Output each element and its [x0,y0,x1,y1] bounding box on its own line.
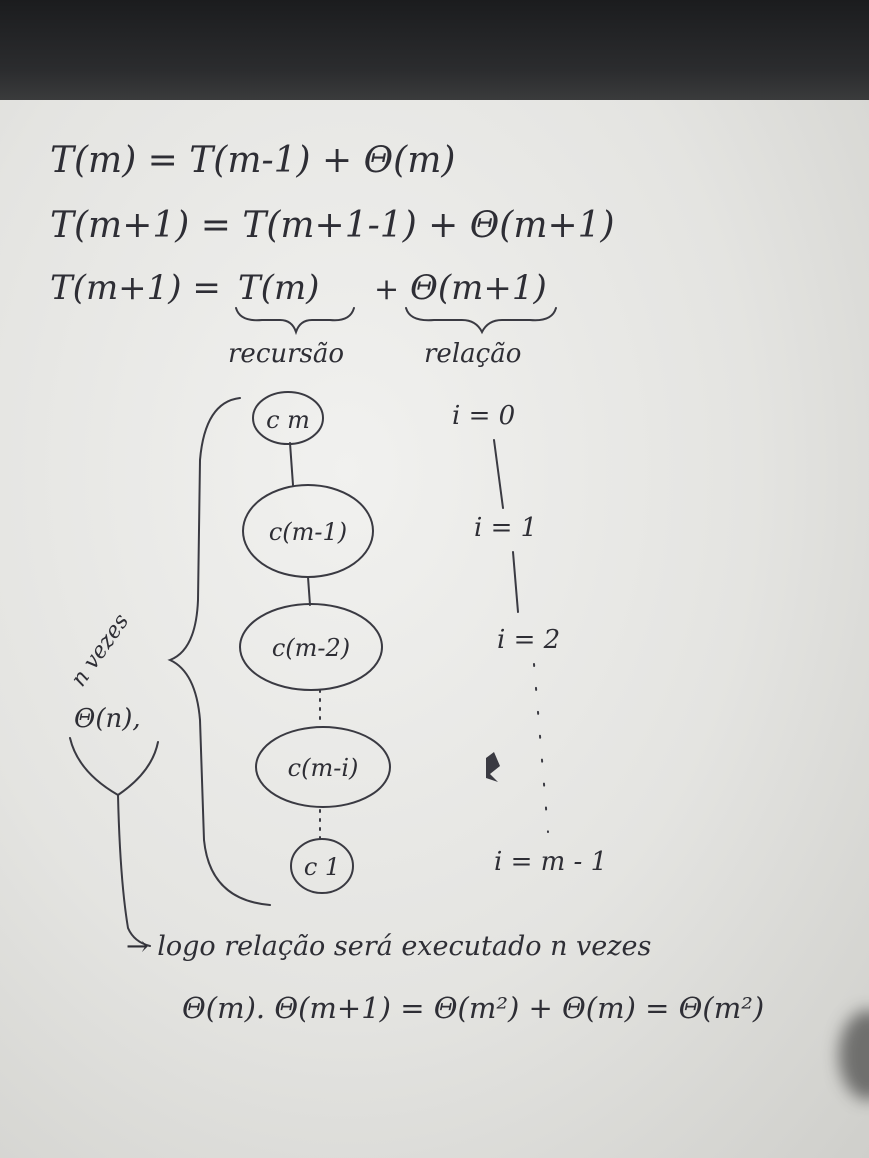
tree-edge-0-1 [289,442,294,486]
equation-line-1: T(m) = T(m-1) + Θ(m) [50,140,455,181]
ink-scribble [486,752,500,782]
relation-label: relação [424,339,521,369]
tree-node-last-label: c 1 [304,853,340,881]
level-label-last: i = m - 1 [494,847,607,877]
level-connector-0-1 [493,439,504,509]
tree-edge-1-2 [307,576,311,606]
tree-node-1 [242,484,374,578]
level-label-1: i = 1 [474,513,537,543]
tree-left-brace [167,397,271,906]
tree-node-2-label: c(m-2) [272,634,350,662]
theta-n-arrow [117,794,151,947]
level-label-0: i = 0 [452,401,515,431]
tree-node-0-label: c m [266,406,310,434]
equation-line-3-recursion: T(m) [238,268,319,308]
equation-line-2: T(m+1) = T(m+1-1) + Θ(m+1) [50,205,615,246]
equation-line-3-relation: Θ(m+1) [410,268,547,308]
level-connector-1-2 [512,551,519,613]
equation-line-3-left: T(m+1) = [50,268,221,308]
recursion-underbrace [235,307,355,336]
tree-node-2 [239,603,383,691]
tree-node-i-label: c(m-i) [288,754,359,782]
equation-line-3-plus: + [374,272,399,307]
level-dots [533,663,549,833]
n-times-label: n vezes [66,610,134,692]
paper-sheet [0,100,869,1158]
relation-underbrace [405,307,557,335]
tree-node-0 [252,391,324,445]
theta-n-bracket [69,737,159,797]
level-label-2: i = 2 [497,625,560,655]
theta-n-label: Θ(n), [74,704,141,734]
tree-node-1-label: c(m-1) [269,518,347,546]
conclusion-formula: Θ(m). Θ(m+1) = Θ(m²) + Θ(m) = Θ(m²) [182,991,764,1025]
tree-node-i [255,726,391,808]
conclusion-text: → logo relação será executado n vezes [126,931,651,962]
tree-node-last [290,838,354,894]
recursion-label: recursão [228,339,344,369]
